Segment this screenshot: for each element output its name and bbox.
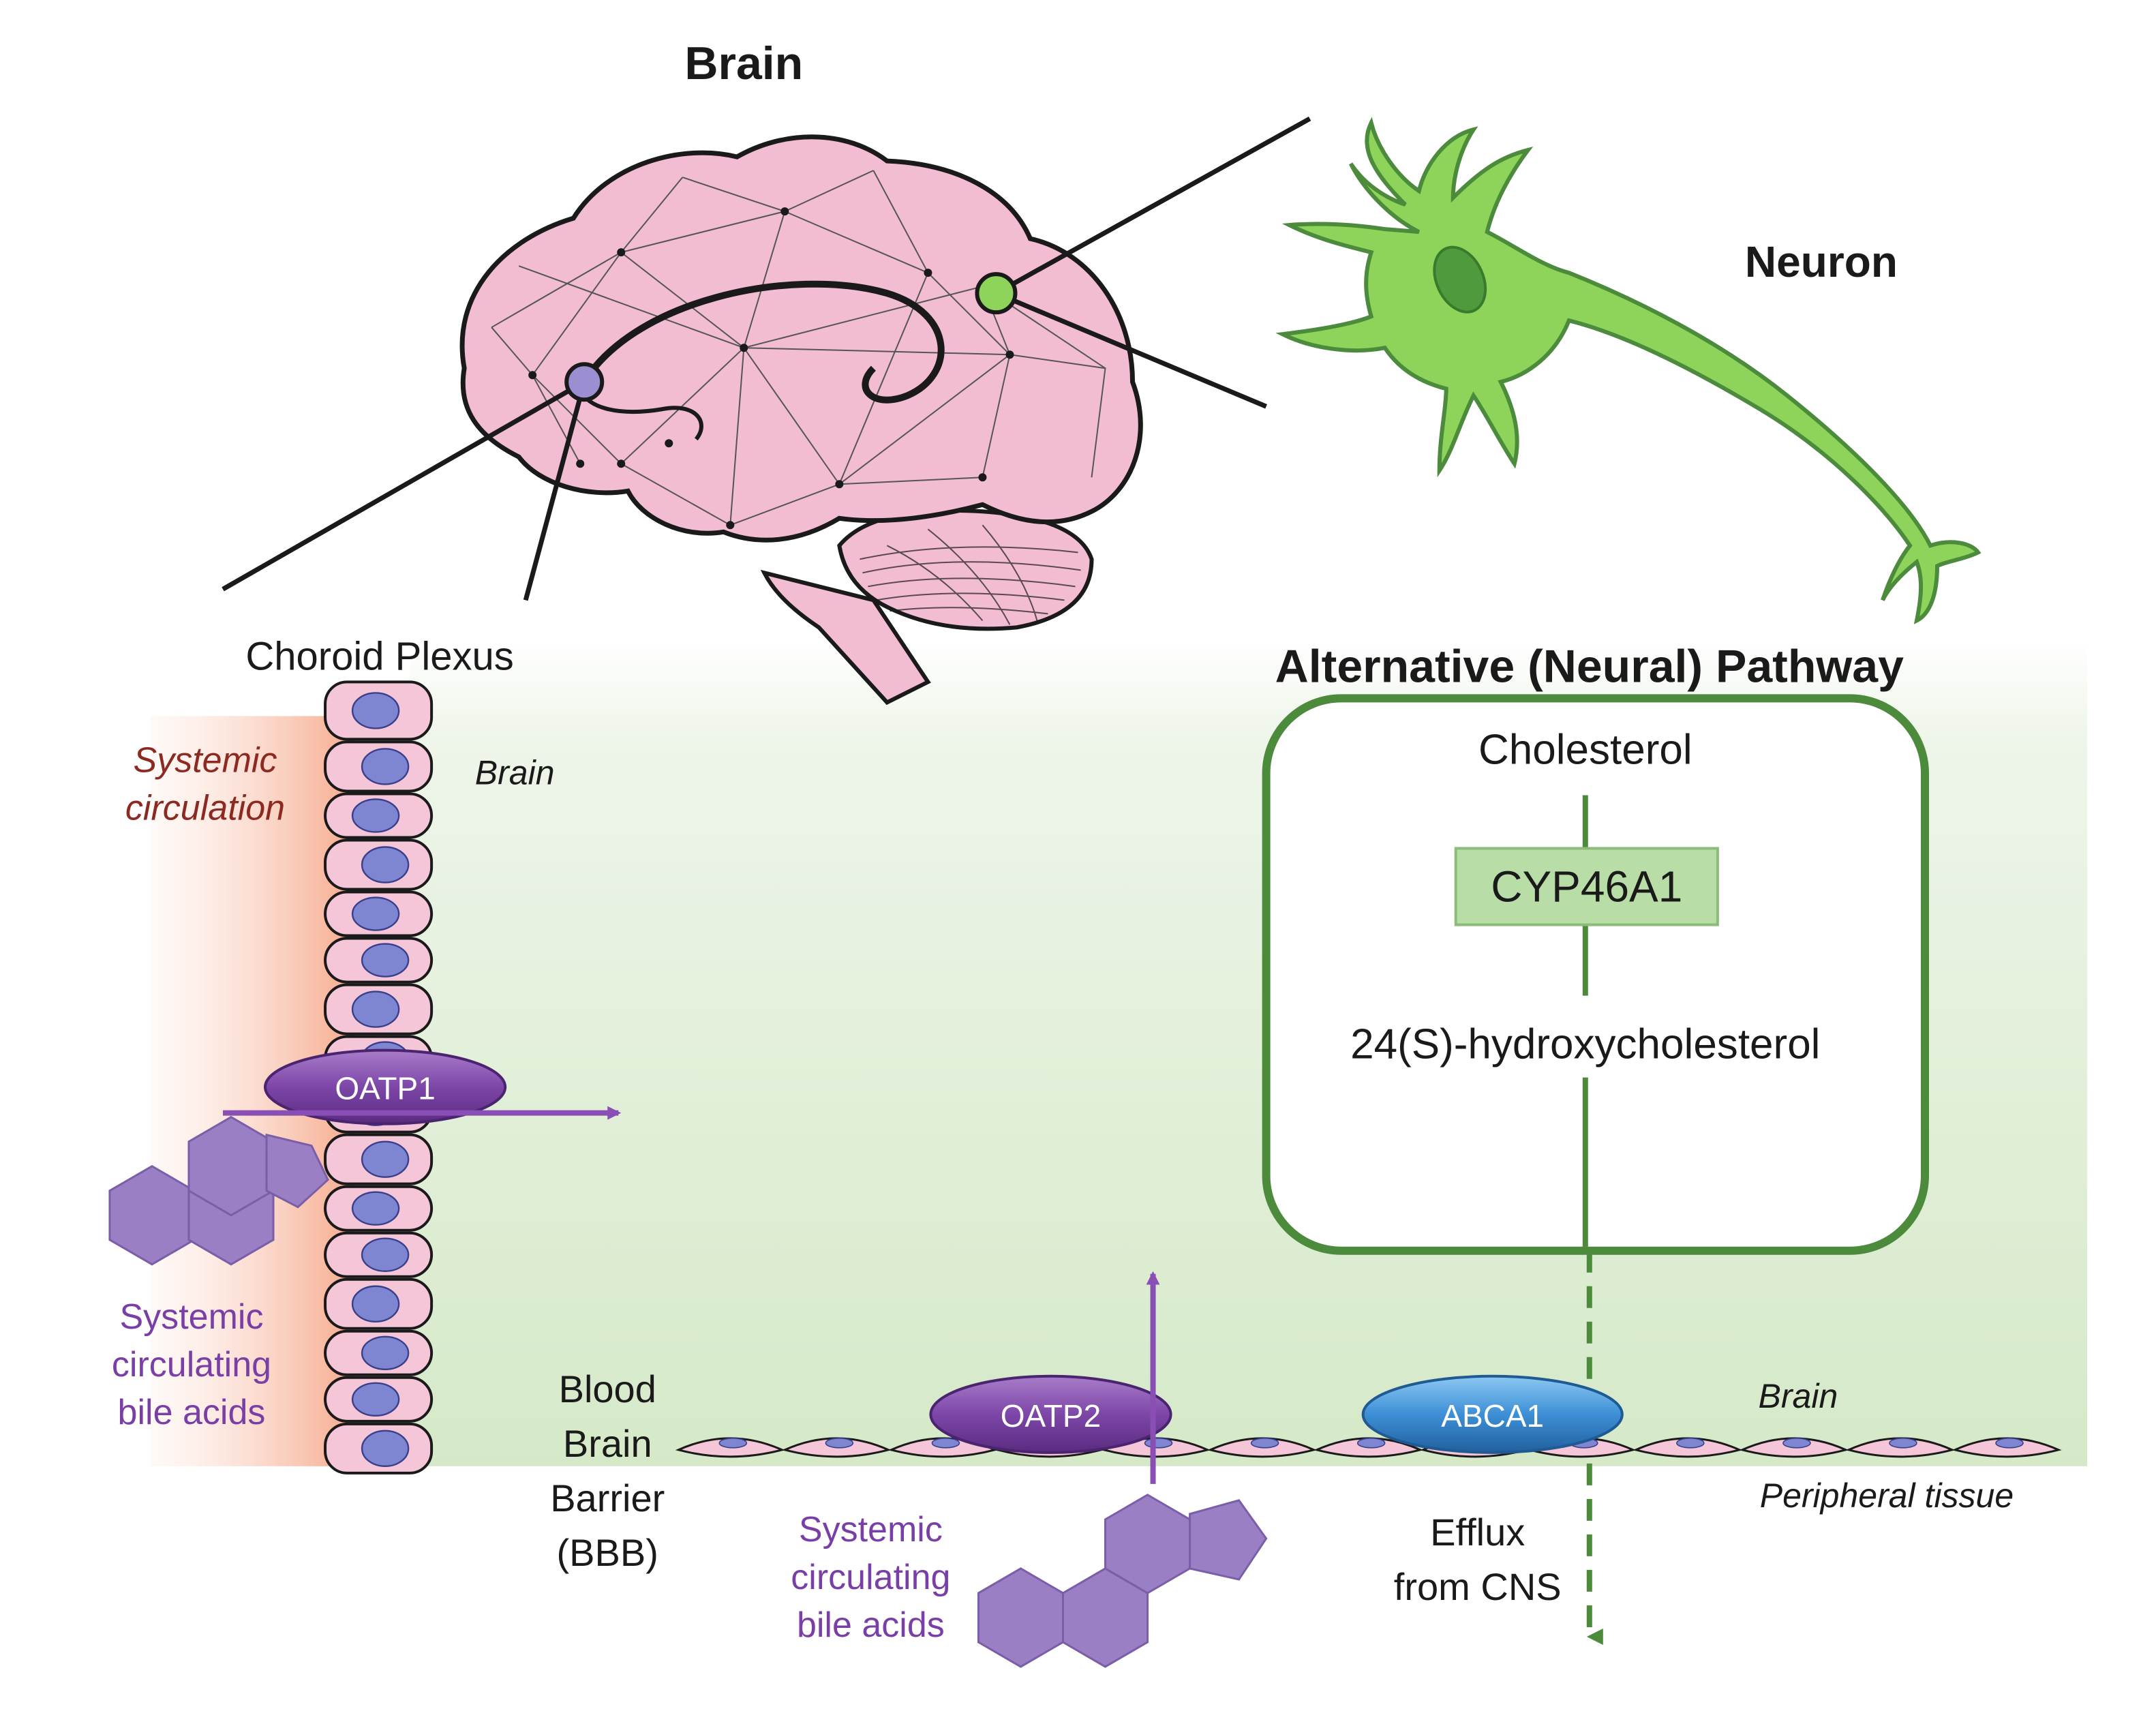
pathway-title: Alternative (Neural) Pathway [1275,640,1904,692]
bbb-cell-nucleus [825,1438,854,1449]
cyp46a1-label: CYP46A1 [1491,862,1682,911]
bbb-cell-nucleus [1995,1438,2024,1449]
bile-acids-bottom-line3: bile acids [797,1605,945,1645]
bbb-cell-nucleus [1782,1438,1811,1449]
brain-title: Brain [684,37,803,89]
bile-acids-left-line2: circulating [112,1345,271,1385]
neuron-illustration [1275,117,1982,624]
efflux-label-line2: from CNS [1394,1565,1562,1608]
choroid-cell-nucleus [361,1140,410,1178]
choroid-cell-nucleus [361,846,410,883]
systemic-circulation-label-line1: Systemic [134,740,277,780]
bbb-label-line2: Brain [563,1422,652,1465]
choroid-cell-nucleus [361,1335,410,1370]
peripheral-tissue-label: Peripheral tissue [1760,1477,2014,1515]
choroid-cell-nucleus [351,1382,400,1417]
neuron-body [1275,117,1982,624]
bbb-cell-nucleus [1144,1438,1173,1449]
choroid-leader-line-a [222,380,586,592]
bile-acids-left-line1: Systemic [119,1297,263,1337]
bbb-label-line1: Blood [559,1367,656,1410]
choroid-cell-nucleus [351,798,400,833]
bile-acids-bottom-line1: Systemic [799,1510,943,1549]
choroid-plexus-label: Choroid Plexus [245,634,513,678]
neuron-leader-line-a [995,117,1311,296]
choroid-cell-nucleus [351,1191,400,1226]
bbb-cell-nucleus [1250,1438,1279,1449]
bbb-cell-nucleus [1356,1438,1386,1449]
bile-acid-molecule-bottom [977,1494,1268,1668]
choroid-cell-nucleus [361,1237,410,1272]
bile-acids-left-line3: bile acids [118,1393,266,1432]
oatp2-label: OATP2 [1001,1398,1101,1434]
choroid-leader-line-b [523,381,587,601]
bile-acids-bottom-line2: circulating [791,1558,950,1597]
bile-acid-molecule-left [108,1115,329,1266]
neuron-nucleus [1433,245,1487,314]
pathway-box [1262,694,1929,1255]
choroid-cell-nucleus [361,1430,410,1468]
choroid-cell-nucleus [351,692,400,729]
choroid-plexus-marker [564,362,605,402]
brain-illustration [222,117,1311,706]
hydroxycholesterol-label: 24(S)-hydroxycholesterol [1350,1021,1820,1068]
oatp2-transporter [929,1374,1172,1454]
oatp1-label: OATP1 [335,1071,435,1106]
neuron-title: Neuron [1745,237,1898,286]
choroid-cell-nucleus [351,990,400,1028]
systemic-circulation-label-line2: circulation [125,788,285,828]
efflux-label-line1: Efflux [1430,1511,1525,1554]
oatp1-transporter [264,1048,507,1125]
bbb-cell-nucleus [931,1438,960,1449]
abca1-transporter [1361,1374,1624,1454]
neuron-leader-line-b [995,290,1267,409]
choroid-cell-nucleus [361,748,410,785]
bbb-cell-nucleus [718,1438,748,1449]
bbb-label-line4: (BBB) [557,1531,658,1574]
brain-side-label-bbb: Brain [1759,1377,1838,1415]
choroid-cell-nucleus [351,896,400,931]
corpus-callosum [577,280,945,404]
bbb-cell-nucleus [1889,1438,1917,1449]
brain-side-label-choroid: Brain [475,753,555,791]
cyp46a1-box [1454,847,1719,926]
cerebrum [459,134,1143,543]
choroid-cell-nucleus [351,1285,400,1322]
abca1-label: ABCA1 [1441,1398,1544,1434]
choroid-cell-nucleus [361,943,410,978]
cholesterol-label: Cholesterol [1478,726,1692,773]
brainstem [760,569,931,706]
neuron-location-marker [975,272,1018,315]
bbb-label-line3: Barrier [550,1477,665,1519]
bbb-cell-nucleus [1676,1438,1705,1449]
